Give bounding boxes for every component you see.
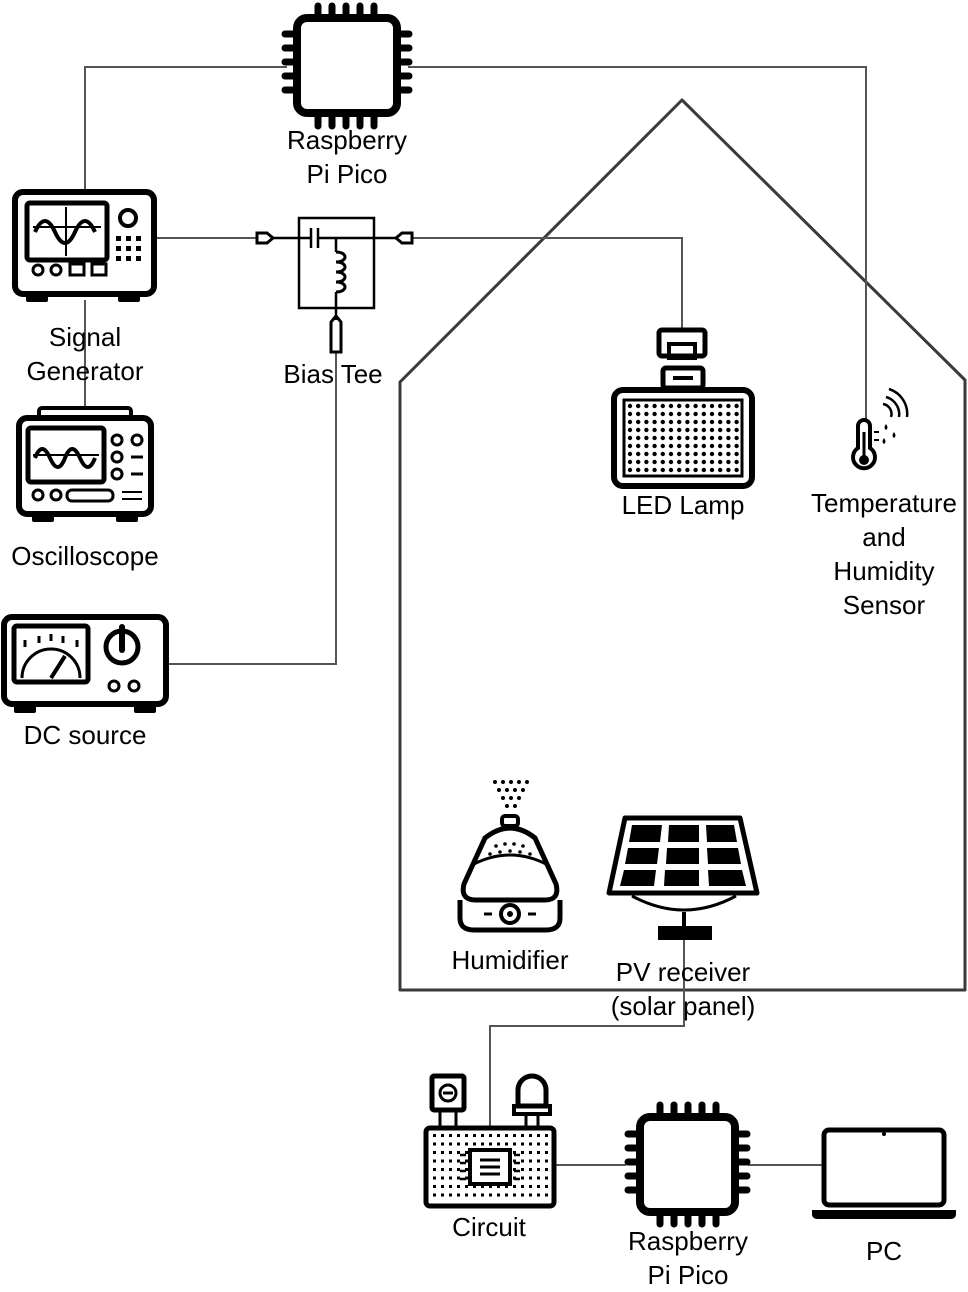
wire-bias-tee-to-led-lamp	[412, 237, 683, 330]
pico-top-label-line2: Pi Pico	[306, 159, 388, 189]
led-lamp-label-line1: LED Lamp	[621, 490, 745, 520]
pc-label: PC	[866, 1234, 902, 1268]
dc-source-label-line1: DC source	[23, 720, 147, 750]
bias-tee-label: Bias Tee	[283, 357, 382, 391]
breadboard-icon	[423, 1073, 557, 1209]
sensor-label-line1: Temperature	[811, 488, 957, 518]
pico-top-label-line1: Raspberry	[287, 125, 407, 155]
sensor-label-line4: Sensor	[842, 590, 926, 620]
signal-generator-label-line2: Generator	[26, 356, 144, 386]
dc-power-supply-icon	[1, 614, 169, 713]
circuit-label-line1: Circuit	[452, 1212, 526, 1242]
bias-tee-icon	[255, 216, 414, 354]
microcontroller-chip-icon	[624, 1101, 751, 1228]
oscilloscope-label: Oscilloscope	[11, 539, 158, 573]
thermometer-humidity-icon	[851, 387, 909, 471]
signal-generator-icon	[12, 189, 157, 302]
pico-top-label: Raspberry Pi Pico	[287, 123, 407, 191]
humidifier-icon	[457, 780, 563, 933]
sensor-label-line2: and	[862, 522, 906, 552]
circuit-label: Circuit	[452, 1210, 526, 1244]
pico-bottom-label-line1: Raspberry	[628, 1226, 748, 1256]
microcontroller-chip-icon	[281, 2, 413, 130]
pv-receiver-label: PV receiver (solar panel)	[611, 955, 756, 1023]
bias-tee-label-line1: Bias Tee	[283, 359, 383, 389]
pc-label-line1: PC	[865, 1236, 903, 1266]
pico-bottom-label-line2: Pi Pico	[647, 1260, 729, 1290]
oscilloscope-label-line1: Oscilloscope	[11, 541, 159, 571]
led-lamp-icon	[611, 327, 755, 489]
pico-bottom-label: Raspberry Pi Pico	[628, 1224, 748, 1292]
signal-generator-label-line1: Signal	[48, 322, 122, 352]
wire-bias-tee-to-dc-source	[165, 352, 337, 665]
led-lamp-label: LED Lamp	[622, 488, 745, 522]
dc-source-label: DC source	[24, 718, 147, 752]
laptop-icon	[812, 1127, 956, 1219]
pv-receiver-label-line1: PV receiver	[615, 957, 751, 987]
solar-panel-icon	[606, 815, 760, 940]
humidifier-label: Humidifier	[451, 943, 568, 977]
humidifier-label-line1: Humidifier	[451, 945, 569, 975]
oscilloscope-icon	[16, 406, 154, 522]
temp-humidity-sensor-label: Temperature and Humidity Sensor	[811, 486, 957, 622]
wire-pv-to-circuit	[489, 940, 685, 1128]
enclosure-house-outline	[398, 98, 967, 992]
wire-pico-to-signal-generator	[84, 66, 287, 192]
connection-wires	[84, 66, 867, 1166]
pv-receiver-label-line2: (solar panel)	[610, 991, 756, 1021]
sensor-label-line3: Humidity	[833, 556, 935, 586]
wire-pico-to-sensor	[408, 66, 867, 420]
signal-generator-label: Signal Generator	[26, 320, 143, 388]
